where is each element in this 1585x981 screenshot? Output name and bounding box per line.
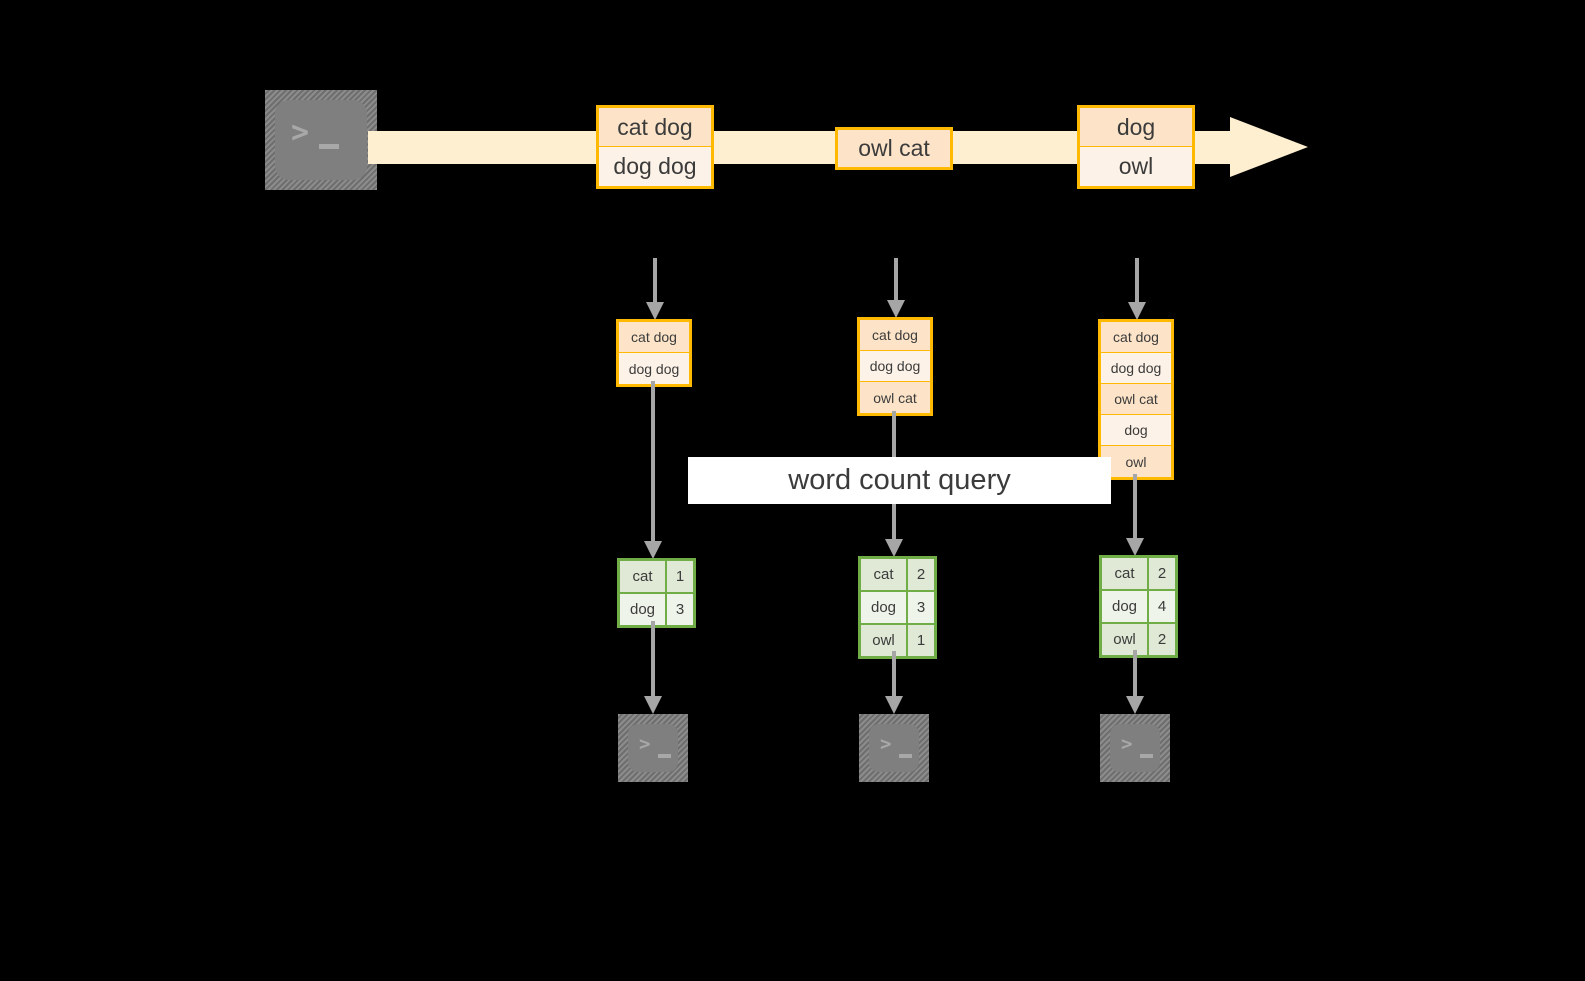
connector-line xyxy=(892,651,896,696)
accumulated-stack-1[interactable]: cat dog dog dog xyxy=(616,319,692,387)
result-table-3[interactable]: cat 2 dog 4 owl 2 xyxy=(1099,555,1178,658)
prompt-cursor-icon xyxy=(1140,754,1153,758)
table-row: cat 2 xyxy=(861,559,934,592)
result-count: 2 xyxy=(908,559,934,590)
connector-arrowhead-icon xyxy=(644,696,662,714)
result-word: dog xyxy=(861,592,908,623)
result-count: 3 xyxy=(667,594,693,625)
connector-line xyxy=(894,258,898,300)
accumulated-stack-3[interactable]: cat dog dog dog owl cat dog owl xyxy=(1098,319,1174,480)
result-table-2[interactable]: cat 2 dog 3 owl 1 xyxy=(858,556,937,659)
connector-arrowhead-icon xyxy=(644,541,662,559)
connector-arrowhead-icon xyxy=(887,300,905,318)
connector-arrowhead-icon xyxy=(885,696,903,714)
source-terminal-icon[interactable]: > xyxy=(265,90,377,190)
connector-arrowhead-icon xyxy=(1126,696,1144,714)
accumulated-stack-2[interactable]: cat dog dog dog owl cat xyxy=(857,317,933,416)
result-count: 2 xyxy=(1149,558,1175,589)
connector-arrowhead-icon xyxy=(646,302,664,320)
result-word: owl xyxy=(1102,624,1149,655)
stream-batch-line: cat dog xyxy=(599,108,711,147)
stack-line: dog dog xyxy=(619,353,689,384)
result-table-1[interactable]: cat 1 dog 3 xyxy=(617,558,696,628)
query-band: word count query xyxy=(688,457,1111,504)
table-row: dog 3 xyxy=(620,594,693,625)
result-word: dog xyxy=(620,594,667,625)
stack-line: cat dog xyxy=(619,322,689,353)
prompt-cursor-icon xyxy=(899,754,912,758)
prompt-cursor-icon xyxy=(319,144,339,149)
connector-arrowhead-icon xyxy=(885,539,903,557)
stack-line: cat dog xyxy=(860,320,930,351)
connector-arrowhead-icon xyxy=(1126,538,1144,556)
result-word: dog xyxy=(1102,591,1149,622)
stack-line: owl xyxy=(1101,446,1171,477)
stream-batch-2[interactable]: owl cat xyxy=(835,127,953,170)
result-word: cat xyxy=(861,559,908,590)
connector-line xyxy=(651,621,655,696)
stream-batch-line: dog dog xyxy=(599,147,711,186)
result-count: 1 xyxy=(908,625,934,656)
result-word: owl xyxy=(861,625,908,656)
prompt-chevron-icon: > xyxy=(880,733,892,755)
prompt-chevron-icon: > xyxy=(291,115,310,150)
stack-line: dog xyxy=(1101,415,1171,446)
terminal-screen: > xyxy=(628,724,678,772)
connector-line xyxy=(653,258,657,302)
terminal-screen: > xyxy=(275,100,367,180)
result-word: cat xyxy=(620,561,667,592)
connector-arrowhead-icon xyxy=(1128,302,1146,320)
stream-batch-line: owl cat xyxy=(838,130,950,167)
sink-terminal-1-icon[interactable]: > xyxy=(618,714,688,782)
table-row: cat 1 xyxy=(620,561,693,594)
prompt-cursor-icon xyxy=(658,754,671,758)
table-row: dog 3 xyxy=(861,592,934,625)
table-row: owl 1 xyxy=(861,625,934,656)
stream-batch-line: owl xyxy=(1080,147,1192,186)
query-label: word count query xyxy=(788,464,1011,496)
result-count: 3 xyxy=(908,592,934,623)
prompt-chevron-icon: > xyxy=(639,733,651,755)
stack-line: dog dog xyxy=(1101,353,1171,384)
stream-batch-3[interactable]: dog owl xyxy=(1077,105,1195,189)
result-count: 2 xyxy=(1149,624,1175,655)
sink-terminal-2-icon[interactable]: > xyxy=(859,714,929,782)
connector-line xyxy=(1133,650,1137,696)
stream-batch-1[interactable]: cat dog dog dog xyxy=(596,105,714,189)
stack-line: owl cat xyxy=(1101,384,1171,415)
connector-line xyxy=(651,381,655,541)
stack-line: owl cat xyxy=(860,382,930,413)
result-count: 1 xyxy=(667,561,693,592)
result-count: 4 xyxy=(1149,591,1175,622)
table-row: cat 2 xyxy=(1102,558,1175,591)
terminal-screen: > xyxy=(869,724,919,772)
sink-terminal-3-icon[interactable]: > xyxy=(1100,714,1170,782)
connector-line xyxy=(1135,258,1139,302)
table-row: owl 2 xyxy=(1102,624,1175,655)
prompt-chevron-icon: > xyxy=(1121,733,1133,755)
table-row: dog 4 xyxy=(1102,591,1175,624)
terminal-screen: > xyxy=(1110,724,1160,772)
stack-line: cat dog xyxy=(1101,322,1171,353)
connector-line xyxy=(1133,474,1137,538)
stream-arrow-head xyxy=(1230,117,1308,177)
stack-line: dog dog xyxy=(860,351,930,382)
result-word: cat xyxy=(1102,558,1149,589)
stream-batch-line: dog xyxy=(1080,108,1192,147)
